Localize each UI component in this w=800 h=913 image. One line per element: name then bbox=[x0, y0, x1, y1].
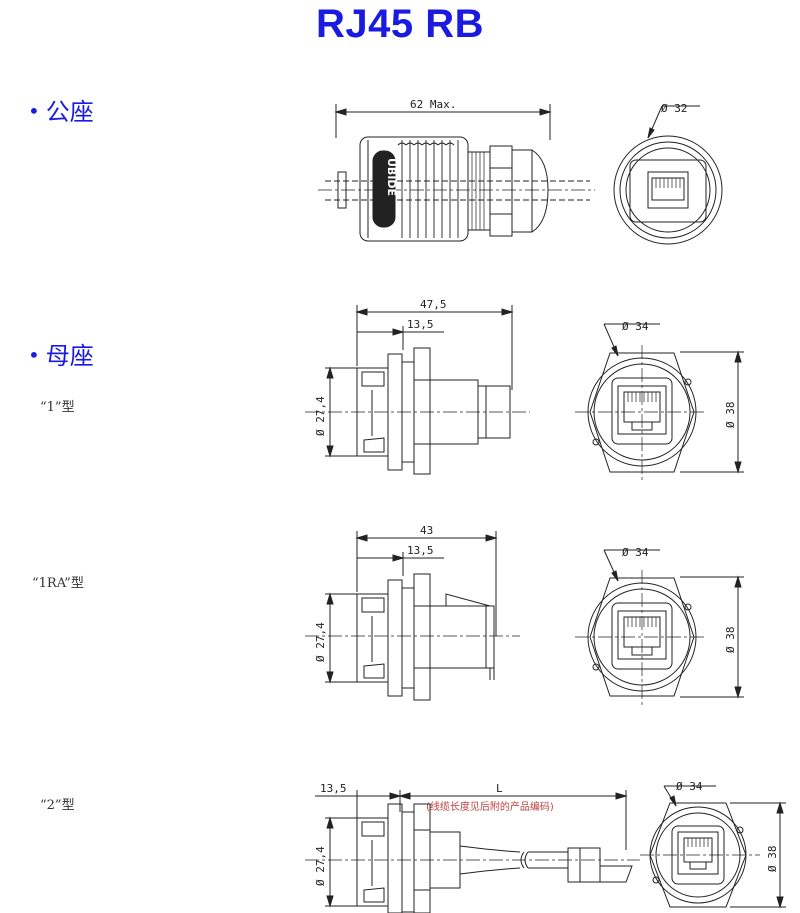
dim-r1-flange: 13,5 bbox=[407, 318, 434, 331]
bullet: • bbox=[28, 99, 40, 123]
receptacle-2-front-view: Ø 34 Ø 38 bbox=[640, 780, 786, 909]
receptacle-1ra-side-view: 43 13,5 Ø 27,4 bbox=[305, 524, 520, 701]
dim-r2-face-diameter: Ø 34 bbox=[622, 546, 649, 559]
dim-r3-height: Ø 38 bbox=[766, 846, 779, 873]
dim-r3-face-diameter: Ø 34 bbox=[676, 780, 703, 793]
receptacle-1-front-view: Ø 34 Ø 38 bbox=[575, 320, 744, 480]
section-female: •母座 bbox=[28, 336, 94, 371]
section-male: •公座 bbox=[28, 92, 94, 127]
brand-logo-text: UBIDE bbox=[385, 158, 398, 196]
dim-plug-length: 62 Max. bbox=[410, 98, 456, 111]
type-label-1ra: “1RA”型 bbox=[32, 576, 84, 591]
section-label: 母座 bbox=[45, 342, 94, 370]
receptacle-1ra-front-view: Ø 34 Ø 38 bbox=[575, 546, 744, 705]
receptacle-2-side-view: 13,5 L (线缆长度见后附的产品编码) Ø 27,4 bbox=[305, 782, 640, 913]
dim-r1-face-diameter: Ø 34 bbox=[622, 320, 649, 333]
section-label: 公座 bbox=[45, 98, 94, 126]
receptacle-1-side-view: 47,5 13,5 Ø 27,4 bbox=[305, 298, 530, 475]
bullet: • bbox=[28, 343, 40, 367]
dim-r2-length: 43 bbox=[420, 524, 433, 537]
type-label-2: “2”型 bbox=[40, 798, 75, 813]
dim-r2-height: Ø 38 bbox=[724, 627, 737, 654]
dim-r1-height: Ø 38 bbox=[724, 402, 737, 429]
type-label-1: “1”型 bbox=[40, 400, 75, 415]
dim-r3-flange: 13,5 bbox=[320, 782, 347, 795]
plug-front-view: Ø 32 bbox=[613, 102, 723, 245]
dim-r1-length: 47,5 bbox=[420, 298, 447, 311]
dim-r2-diameter: Ø 27,4 bbox=[314, 622, 327, 662]
dim-r1-diameter: Ø 27,4 bbox=[314, 396, 327, 436]
cable-length-note: (线缆长度见后附的产品编码) bbox=[426, 800, 554, 813]
dim-r2-flange: 13,5 bbox=[407, 544, 434, 557]
dim-r3-diameter: Ø 27,4 bbox=[314, 846, 327, 886]
plug-side-view: 62 Max. UBIDE bbox=[318, 98, 595, 242]
page-title: RJ45 RB bbox=[315, 2, 484, 46]
dim-plug-diameter: Ø 32 bbox=[661, 102, 688, 115]
dim-r3-length: L bbox=[496, 782, 503, 795]
